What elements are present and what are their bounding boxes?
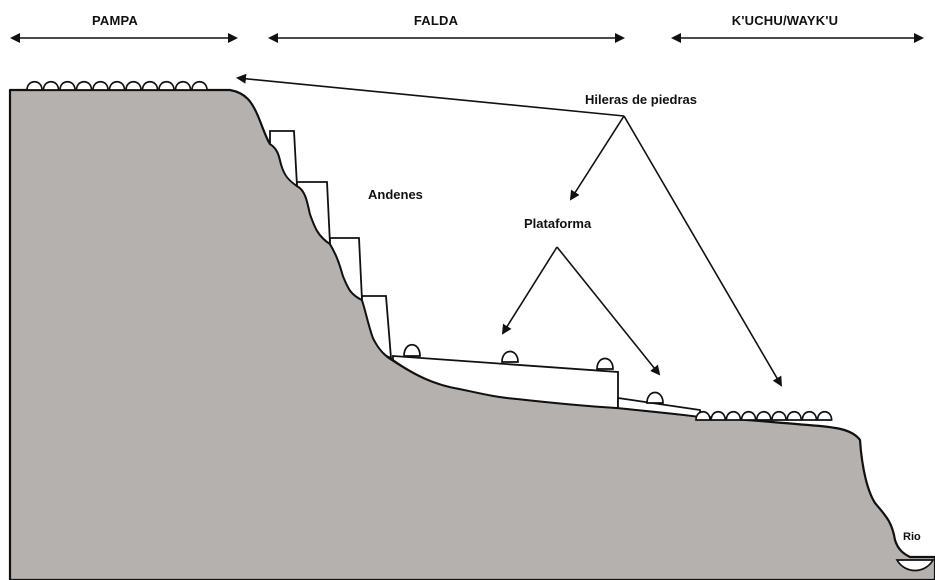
stone	[191, 80, 208, 91]
stone	[125, 80, 142, 91]
stone	[92, 80, 109, 91]
stone-row-kuchu	[695, 410, 833, 421]
label-plataforma: Plataforma	[524, 216, 592, 231]
stone	[26, 80, 43, 91]
zone-label-falda: FALDA	[414, 13, 459, 28]
terrain-slope	[8, 88, 935, 580]
stone	[695, 410, 711, 421]
stone	[174, 80, 192, 91]
stone	[596, 357, 614, 370]
stone	[646, 391, 664, 404]
anden-1	[269, 130, 298, 188]
stone	[403, 343, 421, 357]
stone	[801, 410, 818, 421]
arrow-hileras-to-plataforma	[569, 115, 625, 201]
anden-4	[361, 295, 393, 360]
stone-row-pampa	[26, 80, 208, 91]
anden-3	[329, 237, 363, 302]
stone	[725, 410, 742, 421]
stones-plataforma	[403, 343, 664, 404]
stone	[771, 410, 787, 421]
arrow-plataforma-left	[501, 246, 558, 335]
label-rio: Rio	[903, 531, 921, 543]
zone-label-pampa: PAMPA	[92, 13, 138, 28]
stone	[755, 410, 772, 421]
stone	[75, 80, 93, 91]
stone	[158, 80, 175, 91]
zone-label-kuchu: K'UCHU/WAYK'U	[732, 13, 839, 28]
stone	[42, 80, 60, 91]
anden-2	[296, 181, 331, 246]
river	[895, 559, 935, 572]
stone	[108, 80, 126, 91]
label-hileras-de-piedras: Hileras de piedras	[585, 92, 697, 107]
arrow-plataforma-right	[556, 246, 661, 376]
stone	[740, 410, 757, 421]
stone	[710, 410, 727, 421]
arrow-hileras-to-pampa	[236, 73, 625, 117]
plataforma-platform	[392, 355, 619, 409]
stone	[501, 350, 519, 363]
stone	[816, 410, 833, 421]
label-andenes: Andenes	[368, 187, 423, 202]
stone	[59, 80, 76, 91]
stone	[141, 80, 159, 91]
arrow-hileras-to-kuchu	[623, 115, 783, 387]
stone	[786, 410, 803, 421]
